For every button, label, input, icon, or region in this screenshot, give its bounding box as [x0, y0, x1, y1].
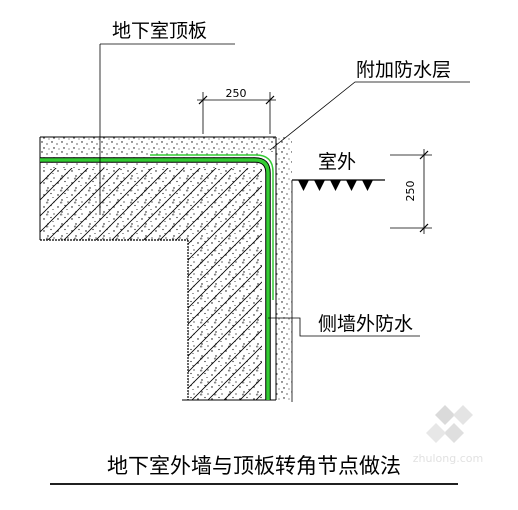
- label-roof-slab: 地下室顶板: [112, 20, 207, 42]
- label-extra-waterproof: 附加防水层: [356, 59, 451, 81]
- title-text: 地下室外墙与顶板转角节点做法: [107, 454, 401, 478]
- label-side-wall-waterproof: 侧墙外防水: [318, 313, 413, 335]
- label-outdoor: 室外: [318, 151, 356, 173]
- dimension-vertical-value: 250: [404, 181, 417, 202]
- interior-finish-line: [40, 239, 276, 401]
- leader-lines: [99, 43, 470, 337]
- watermark: zhulong.com: [413, 405, 483, 465]
- wall-protective-layer: [275, 137, 293, 402]
- dimension-horizontal: 250: [197, 87, 276, 134]
- dimension-horizontal-value: 250: [226, 87, 247, 100]
- drawing-title: 地下室外墙与顶板转角节点做法: [50, 454, 458, 485]
- waterproof-membrane: [40, 154, 274, 400]
- concrete-structure: [40, 168, 262, 400]
- watermark-text: zhulong.com: [413, 452, 483, 465]
- outdoor-ground: [292, 179, 385, 191]
- dimension-vertical: 250: [390, 149, 432, 234]
